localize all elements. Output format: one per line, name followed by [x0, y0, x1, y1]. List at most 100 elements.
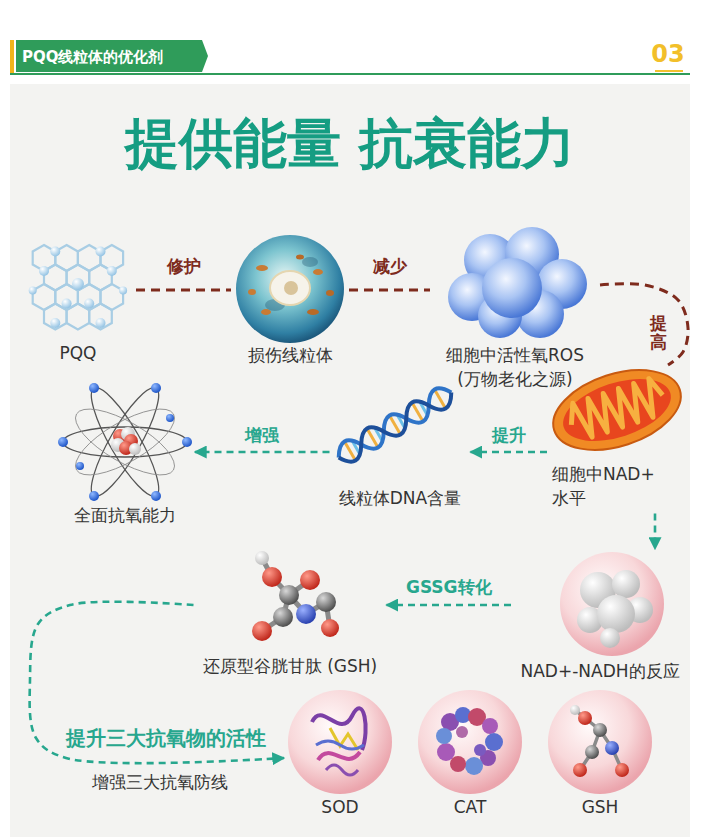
- nadh-sphere: [600, 628, 620, 648]
- header-bar: [10, 73, 690, 75]
- illustrated-node: CAT: [417, 690, 523, 820]
- connector-label: 提升: [489, 425, 529, 446]
- atom-model: [81, 381, 169, 503]
- mitochondrion: [555, 367, 678, 453]
- dna-helix: [333, 383, 457, 467]
- node-caption: 还原型谷胱甘肽 (GSH): [201, 655, 379, 679]
- dashed-connector: [387, 604, 512, 607]
- illustrated-node: 全面抗氧能力: [58, 382, 192, 528]
- dna-helix: [333, 383, 457, 467]
- illustrated-node: GSH: [547, 690, 653, 820]
- illustrated-node: 损伤线粒体: [234, 234, 346, 368]
- pqq-molecule: [72, 278, 84, 290]
- damaged-mitochondria-cell: [296, 255, 304, 260]
- dashed-connector: [30, 602, 284, 763]
- pqq-molecule: [39, 266, 49, 276]
- node-caption: 线粒体DNA含量: [337, 487, 463, 511]
- header-bar: [10, 40, 14, 73]
- node-caption: 损伤线粒体: [246, 344, 335, 368]
- atom-model: [89, 383, 99, 393]
- dashed-connector: [654, 514, 657, 549]
- gsh-molecule: [252, 621, 272, 641]
- illustrated-node: PQQ: [23, 240, 133, 366]
- gsh-sphere: [585, 745, 599, 759]
- note-text: 增强三大抗氧防线: [92, 772, 228, 792]
- cat-sphere: [474, 744, 486, 756]
- damaged-mitochondria-cell: [307, 309, 319, 315]
- mitochondrion: [565, 376, 668, 442]
- atom-model: [81, 381, 169, 503]
- node-caption: SOD: [319, 796, 360, 820]
- header-bar: [655, 70, 683, 72]
- pqq-molecule: [96, 318, 106, 328]
- damaged-mitochondria-cell: [270, 271, 310, 305]
- damaged-mitochondria-cell: [326, 290, 334, 296]
- cat-sphere: [485, 733, 503, 751]
- gsh-molecule: [321, 619, 339, 637]
- damaged-mitochondria-cell: [313, 269, 323, 275]
- pqq-molecule: [84, 299, 94, 309]
- damaged-mitochondria-cell: [236, 235, 344, 343]
- pqq-molecule: [50, 318, 60, 328]
- connector-label: 增强: [242, 425, 282, 446]
- cat-sphere: [482, 718, 498, 734]
- cat-sphere: [456, 726, 468, 738]
- dashed-connector: [600, 284, 688, 365]
- atom-model: [67, 397, 184, 488]
- gsh-molecule: [255, 551, 269, 565]
- atom-model: [67, 397, 184, 488]
- sod-sphere: [312, 708, 366, 750]
- connector-label: 减少: [370, 256, 410, 277]
- node-caption: 全面抗氧能力: [72, 504, 178, 528]
- gsh-molecule: [279, 585, 299, 605]
- atom-model: [89, 491, 99, 501]
- node-caption: CAT: [452, 796, 489, 820]
- gsh-sphere: [593, 723, 607, 737]
- gsh-molecule: [262, 567, 282, 587]
- cat-sphere: [418, 690, 522, 794]
- nadh-sphere: [612, 570, 640, 598]
- dashed-connector: [349, 289, 430, 292]
- sod-sphere: [288, 690, 392, 794]
- cat-sphere: [437, 743, 455, 761]
- pqq-molecule: [50, 247, 60, 257]
- gsh-sphere: [548, 690, 652, 794]
- dna-helix: [435, 389, 446, 408]
- pqq-molecule: [44, 304, 67, 330]
- atom-model: [166, 414, 174, 422]
- damaged-mitochondria-cell: [236, 235, 344, 343]
- sod-sphere: [288, 690, 392, 794]
- illustrated-node: 还原型谷胱甘肽 (GSH): [197, 545, 384, 679]
- gsh-molecule: [296, 604, 316, 624]
- nadh-sphere: [597, 595, 635, 633]
- gsh-molecule: [252, 551, 339, 641]
- nadh-sphere: [560, 552, 664, 656]
- pqq-molecule: [67, 304, 90, 330]
- dashed-connector: [195, 451, 330, 454]
- pqq-molecule: [29, 245, 127, 330]
- illustrated-node: NAD+-NADH的反应: [514, 552, 686, 684]
- sod-sphere: [318, 752, 360, 760]
- ros-cell-cluster: [482, 258, 542, 318]
- gsh-molecule: [316, 592, 336, 612]
- gsh-sphere: [575, 710, 622, 770]
- connector-label: 提升三大抗氧物的活性: [63, 726, 269, 751]
- page-number: 03: [651, 40, 684, 69]
- gsh-sphere: [570, 705, 580, 715]
- atom-model: [129, 443, 141, 455]
- illustrated-node: 线粒体DNA含量: [333, 383, 468, 511]
- damaged-mitochondria-cell: [256, 265, 268, 271]
- dashed-connector: [471, 451, 548, 454]
- damaged-mitochondria-cell: [248, 289, 256, 295]
- damaged-mitochondria-cell: [284, 281, 298, 295]
- illustrated-node: SOD: [287, 690, 393, 820]
- node-caption: GSH: [580, 796, 621, 820]
- atom-model: [58, 437, 68, 447]
- damaged-mitochondria-cell: [302, 257, 318, 267]
- diagram-title: 提供能量 抗衰能力: [10, 112, 690, 177]
- gsh-sphere: [548, 690, 652, 794]
- background-panel: [10, 84, 690, 837]
- gsh-sphere: [605, 741, 619, 755]
- ros-cell-cluster: [448, 227, 587, 338]
